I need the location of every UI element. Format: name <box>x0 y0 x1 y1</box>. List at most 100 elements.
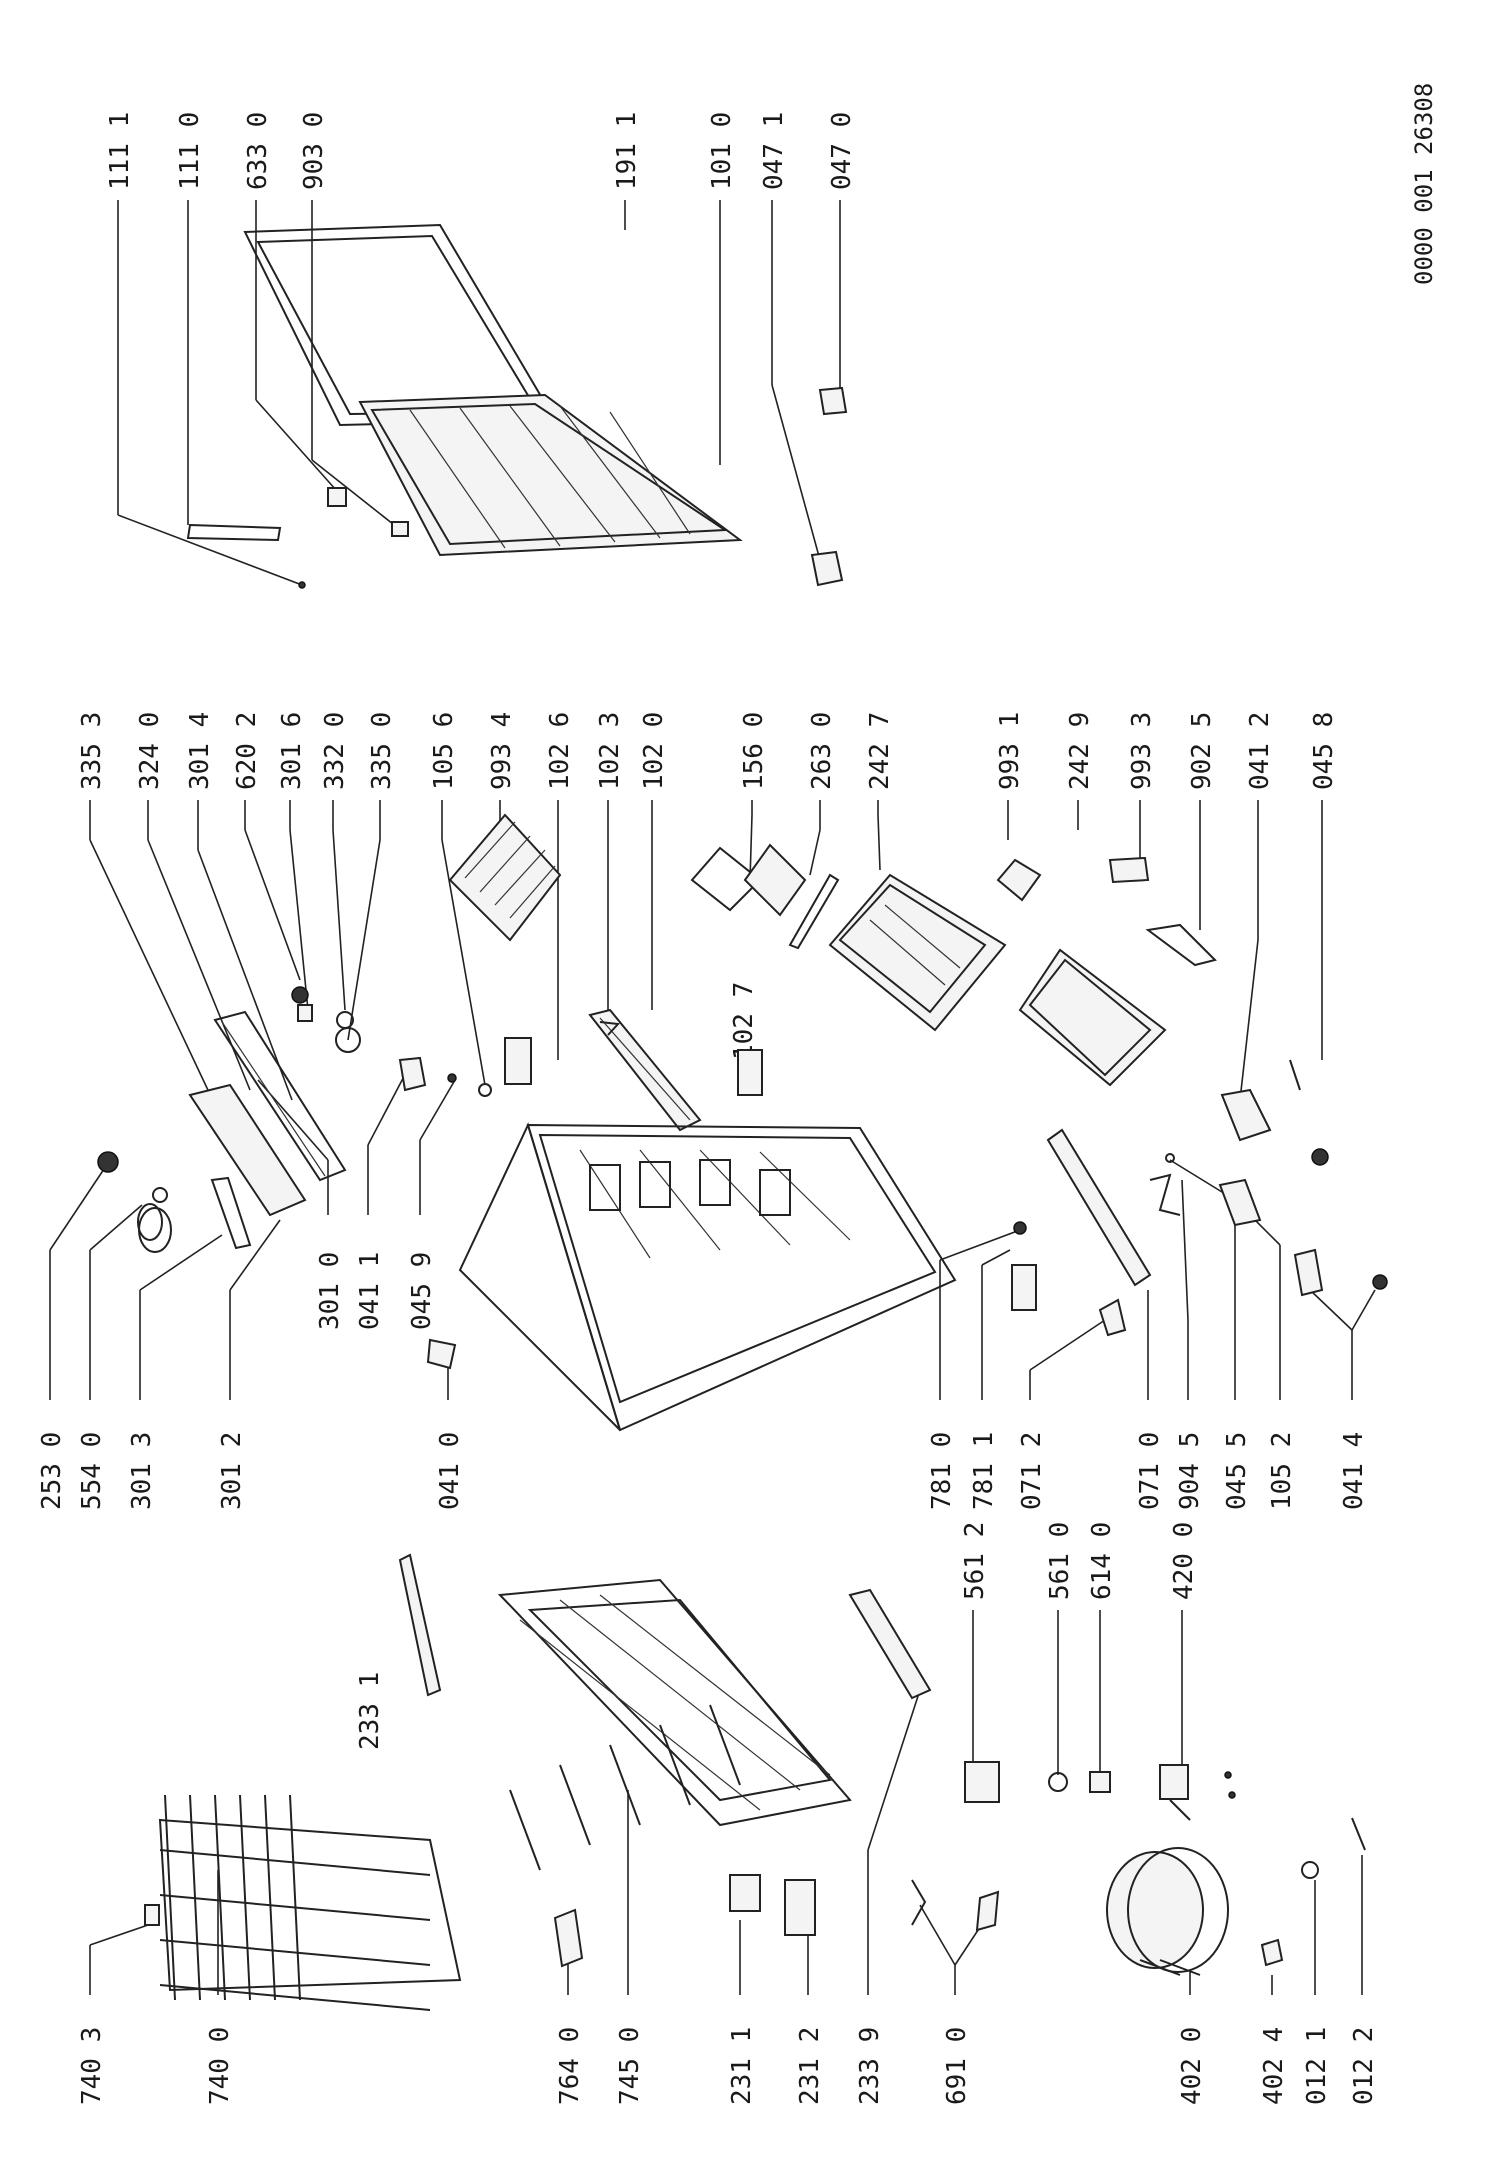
relay <box>964 1761 1000 1803</box>
label-745-0: 745 0 <box>615 2027 645 2105</box>
drawing-number: 0000 001 26308 <box>1410 83 1438 285</box>
condenser <box>158 1794 462 2011</box>
label-card <box>1108 856 1150 884</box>
shelf-front-strip <box>848 1588 932 1700</box>
door-bracket-lower <box>737 1049 763 1096</box>
label-102-3: 102 3 <box>595 712 625 790</box>
starter <box>1159 1764 1236 1821</box>
cable-clip <box>911 1879 1000 1932</box>
door-gasket <box>243 223 557 427</box>
label-740-0: 740 0 <box>205 2027 235 2105</box>
label-332-0: 332 0 <box>320 712 350 790</box>
label-231-2: 231 2 <box>795 2027 825 2105</box>
door-panel <box>358 393 743 557</box>
label-420-0: 420 0 <box>1169 1522 1199 1600</box>
label-041-4: 041 4 <box>1339 1432 1369 1510</box>
label-301-2: 301 2 <box>217 1432 247 1510</box>
handle-bar <box>588 1008 702 1132</box>
screw-part <box>298 581 306 589</box>
label-301-0: 301 0 <box>315 1252 345 1330</box>
label-231-1: 231 1 <box>727 2027 757 2105</box>
label-764-0: 764 0 <box>555 2027 585 2105</box>
label-045-9: 045 9 <box>407 1252 437 1330</box>
hinge-bracket-1 <box>327 487 347 507</box>
drawer-divider <box>788 873 840 950</box>
label-111-0: 111 0 <box>175 112 205 190</box>
upper-drawer <box>828 873 1007 1032</box>
label-102-6: 102 6 <box>545 712 575 790</box>
door-hinge-top <box>810 550 844 587</box>
label-620-2: 620 2 <box>232 712 262 790</box>
label-012-2: 012 2 <box>1349 2027 1379 2105</box>
label-993-1: 993 1 <box>995 712 1025 790</box>
hinge-lower <box>1220 1088 1272 1142</box>
lower-drawer <box>1018 948 1167 1087</box>
condenser-clip <box>144 1904 160 1926</box>
label-111-1: 111 1 <box>105 112 135 190</box>
lamp-holder <box>1011 1264 1037 1311</box>
label-324-0: 324 0 <box>135 712 165 790</box>
label-301-6: 301 6 <box>277 712 307 790</box>
hinge-pin <box>447 1073 457 1083</box>
label-102-7: 102 7 <box>729 982 759 1060</box>
capacitor-clip <box>1089 1771 1111 1793</box>
label-105-6: 105 6 <box>429 712 459 790</box>
panel-components <box>291 986 361 1053</box>
washer <box>1165 1153 1175 1163</box>
label-335-3: 335 3 <box>77 712 107 790</box>
label-903-0: 903 0 <box>299 112 329 190</box>
overload <box>1048 1772 1068 1792</box>
label-071-0: 071 0 <box>1135 1432 1165 1510</box>
label-993-4: 993 4 <box>487 712 517 790</box>
label-101-0: 101 0 <box>707 112 737 190</box>
control-panel <box>188 1010 347 1217</box>
lamp-cover <box>1013 1221 1027 1235</box>
thermostat-knob <box>97 1151 119 1173</box>
label-233-9: 233 9 <box>855 2027 885 2105</box>
leader-lines <box>49 200 1376 1995</box>
label-781-1: 781 1 <box>969 1432 999 1510</box>
label-041-0: 041 0 <box>435 1432 465 1510</box>
door-bracket-small <box>504 1037 532 1085</box>
spacer-clip <box>1149 1173 1181 1216</box>
bulb-holder <box>729 1874 761 1912</box>
drawer-handle-strip <box>996 858 1042 902</box>
bottom-hinge <box>1218 1178 1262 1227</box>
bulb <box>478 1083 492 1097</box>
door-hinge-bar <box>186 523 282 542</box>
indicator-lamp <box>152 1187 168 1203</box>
control-bracket <box>210 1176 252 1250</box>
label-233-1: 233 1 <box>355 1672 385 1750</box>
label-105-2: 105 2 <box>1267 1432 1297 1510</box>
label-633-0: 633 0 <box>243 112 273 190</box>
fixing-clip <box>599 1021 621 1036</box>
part-labels: 111 1 111 0 633 0 903 0 191 1 101 0 047 … <box>37 83 1438 2105</box>
hinge-bracket-2 <box>391 521 409 537</box>
foot-bracket <box>426 1338 457 1370</box>
foot-screw <box>1293 1248 1388 1297</box>
cabinet <box>458 1122 957 1432</box>
label-301-3: 301 3 <box>127 1432 157 1510</box>
fan-cover-grille <box>448 813 562 942</box>
label-253-0: 253 0 <box>37 1432 67 1510</box>
drawer-support <box>1145 923 1217 967</box>
label-335-0: 335 0 <box>367 712 397 790</box>
label-041-2: 041 2 <box>1245 712 1275 790</box>
compressor <box>1106 1847 1229 1976</box>
label-402-0: 402 0 <box>1177 2027 1207 2105</box>
label-156-0: 156 0 <box>739 712 769 790</box>
bracket-set <box>784 1879 816 1936</box>
label-045-5: 045 5 <box>1222 1432 1252 1510</box>
control-spring <box>137 1203 172 1253</box>
kick-plate <box>1046 1128 1152 1287</box>
label-301-4: 301 4 <box>185 712 215 790</box>
thermometer <box>553 1908 584 1968</box>
kick-plate-end <box>1098 1298 1127 1337</box>
label-242-9: 242 9 <box>1065 712 1095 790</box>
label-554-0: 554 0 <box>77 1432 107 1510</box>
label-047-1: 047 1 <box>759 112 789 190</box>
label-691-0: 691 0 <box>942 2027 972 2105</box>
adjustment-foot <box>1289 1059 1329 1166</box>
